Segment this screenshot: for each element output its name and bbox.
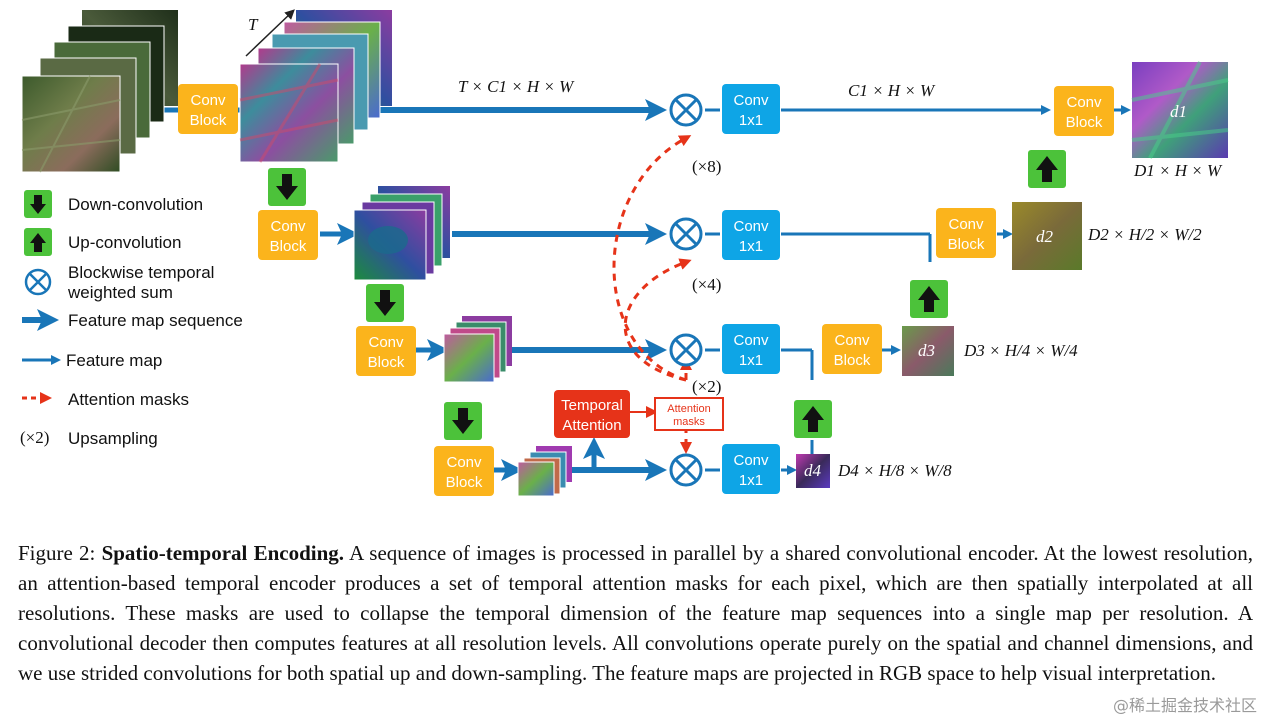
conv-1x1-row3: Conv 1x1 (722, 324, 780, 374)
up-arrow-icon (794, 400, 832, 438)
feature-stack-row4 (517, 446, 572, 497)
attention-masks-box: Attention masks (654, 397, 724, 431)
svg-text:Conv: Conv (733, 92, 769, 109)
svg-text:1x1: 1x1 (739, 472, 763, 489)
svg-text:Upsampling: Upsampling (68, 429, 158, 448)
svg-text:Conv: Conv (270, 218, 306, 235)
top-seq-dims: T × C1 × H × W (458, 77, 575, 96)
legend-item-upsample: (×2) Upsampling (20, 428, 158, 448)
svg-text:Block: Block (1066, 114, 1103, 131)
top-map-dims: C1 × H × W (848, 81, 936, 100)
otimes-icon-row3 (669, 333, 703, 367)
otimes-icon-row4 (669, 453, 703, 487)
d2-dims: D2 × H/2 × W/2 (1087, 225, 1202, 244)
svg-text:d2: d2 (1036, 227, 1054, 246)
svg-text:Blockwise temporal: Blockwise temporal (68, 263, 214, 282)
otimes-icon-row2 (669, 217, 703, 251)
svg-text:Conv: Conv (1066, 94, 1102, 111)
svg-text:Conv: Conv (834, 332, 870, 349)
svg-text:Attention masks: Attention masks (68, 390, 189, 409)
svg-text:d1: d1 (1170, 102, 1187, 121)
svg-text:Feature map sequence: Feature map sequence (68, 311, 243, 330)
svg-text:Block: Block (446, 474, 483, 491)
svg-text:masks: masks (673, 416, 705, 428)
feature-stack-row1 (239, 10, 392, 163)
decoder-map-d4: d4 (796, 454, 830, 488)
upsample-x4-label: (×4) (692, 275, 721, 294)
svg-text:1x1: 1x1 (739, 352, 763, 369)
down-arrow-icon (444, 402, 482, 440)
conv-block-row4: Conv Block (434, 446, 494, 496)
svg-text:weighted sum: weighted sum (67, 283, 173, 302)
d1-dims: D1 × H × W (1133, 161, 1223, 180)
legend-item-mask: Attention masks (22, 390, 189, 409)
caption-body: A sequence of images is processed in par… (18, 541, 1253, 685)
svg-text:Block: Block (834, 352, 871, 369)
svg-text:Block: Block (190, 112, 227, 129)
svg-text:Conv: Conv (948, 216, 984, 233)
time-axis-arrow (245, 9, 295, 57)
svg-text:Conv: Conv (733, 218, 769, 235)
caption-label: Figure 2: (18, 541, 96, 565)
svg-text:Conv: Conv (190, 92, 226, 109)
svg-text:Up-convolution: Up-convolution (68, 233, 181, 252)
attention-mask-paths (612, 135, 692, 454)
legend: Down-convolution Up-convolution Blockwis… (20, 190, 243, 448)
diagram: T Conv Block Conv Block (20, 9, 1229, 497)
conv-block-dec2: Conv Block (936, 208, 996, 258)
svg-text:Conv: Conv (368, 334, 404, 351)
watermark: @稀土掘金技术社区 (1112, 696, 1257, 715)
svg-text:d3: d3 (918, 341, 935, 360)
conv-1x1-row2: Conv 1x1 (722, 210, 780, 260)
decoder-map-d1: d1 (1131, 61, 1229, 159)
otimes-icon-row1 (669, 93, 703, 127)
conv-block-row2: Conv Block (258, 210, 318, 260)
svg-text:Conv: Conv (733, 452, 769, 469)
legend-item-otimes: Blockwise temporal weighted sum (24, 263, 214, 302)
down-arrow-icon (366, 284, 404, 322)
svg-text:Feature map: Feature map (66, 351, 162, 370)
conv-block-dec3: Conv Block (822, 324, 882, 374)
svg-text:Temporal: Temporal (561, 397, 623, 414)
conv-block-dec1: Conv Block (1054, 86, 1114, 136)
conv-block-input: Conv Block (178, 84, 238, 134)
svg-text:Attention: Attention (562, 417, 621, 434)
svg-text:Block: Block (948, 236, 985, 253)
decoder-map-d3: d3 (902, 326, 954, 376)
feature-stack-row2 (353, 186, 450, 281)
svg-text:Block: Block (368, 354, 405, 371)
upsample-x2-label: (×2) (692, 377, 721, 396)
input-image-sequence (21, 10, 178, 173)
legend-item-seq: Feature map sequence (22, 309, 243, 331)
svg-text:d4: d4 (804, 461, 822, 480)
down-arrow-icon (268, 168, 306, 206)
svg-text:1x1: 1x1 (739, 238, 763, 255)
svg-text:Conv: Conv (733, 332, 769, 349)
conv-1x1-row4: Conv 1x1 (722, 444, 780, 494)
legend-item-map: Feature map (22, 351, 162, 370)
legend-item-up: Up-convolution (24, 228, 181, 256)
figure-caption: Figure 2: Spatio-temporal Encoding. A se… (18, 538, 1253, 688)
d3-dims: D3 × H/4 × W/4 (963, 341, 1078, 360)
svg-text:Conv: Conv (446, 454, 482, 471)
svg-text:Down-convolution: Down-convolution (68, 195, 203, 214)
feature-stack-row3 (443, 316, 512, 383)
upsample-x8-label: (×8) (692, 157, 721, 176)
svg-text:(×2): (×2) (20, 428, 49, 447)
conv-block-row3: Conv Block (356, 326, 416, 376)
temporal-attention-box: Temporal Attention (554, 390, 630, 438)
legend-item-down: Down-convolution (24, 190, 203, 218)
conv-1x1-row1: Conv 1x1 (722, 84, 780, 134)
svg-text:Attention: Attention (667, 403, 710, 415)
caption-title: Spatio-temporal Encoding. (101, 541, 345, 565)
up-arrow-icon (1028, 150, 1066, 188)
svg-text:1x1: 1x1 (739, 112, 763, 129)
svg-text:Block: Block (270, 238, 307, 255)
d4-dims: D4 × H/8 × W/8 (837, 461, 952, 480)
up-arrow-icon (910, 280, 948, 318)
time-axis-label: T (248, 15, 259, 34)
decoder-map-d2: d2 (1012, 202, 1082, 270)
